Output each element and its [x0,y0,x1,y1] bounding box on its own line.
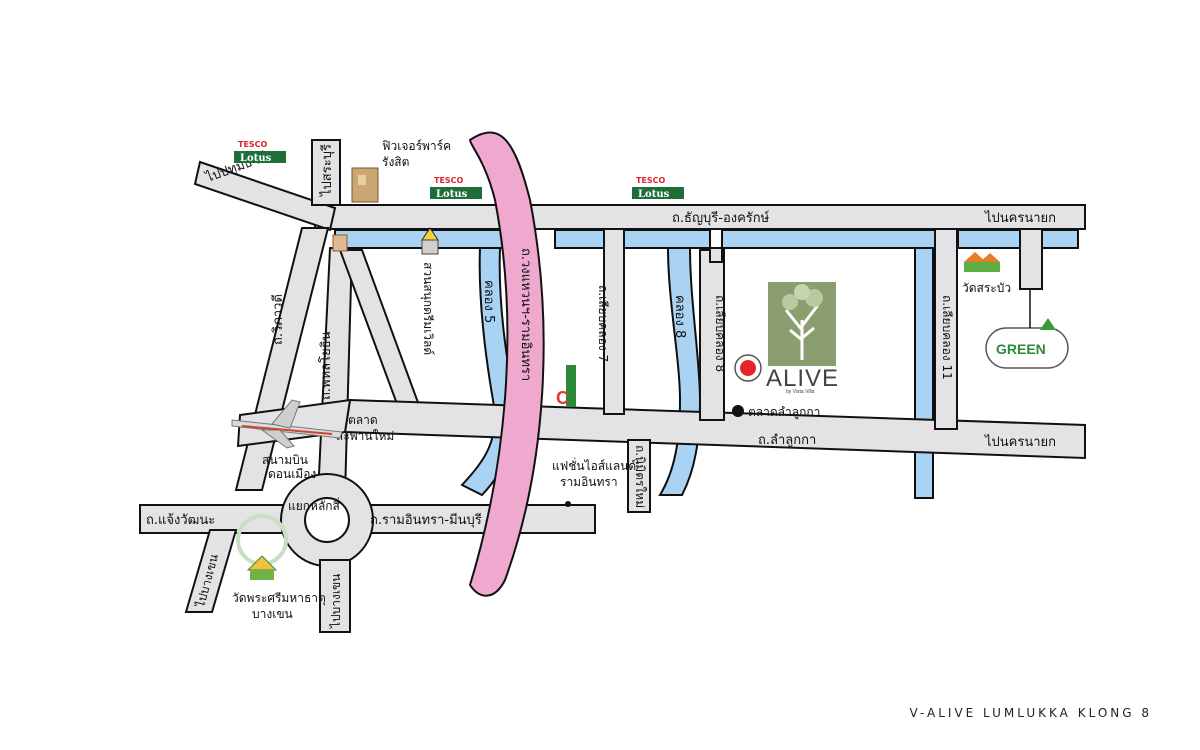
label-talat-saphan-mai-1: ตลาด [348,413,378,427]
alive-brand-text: ALIVE [766,365,839,392]
big-c-sign [566,365,576,407]
label-lam-luk-ka: ถ.ลำลูกกา [758,433,816,448]
road-vibhavadi [234,227,330,491]
label-ram-inthra-minburi: ถ.รามอินทรา-มีนบุรี [370,512,482,528]
lotus-badge [632,187,684,199]
road-south-bang-khen [319,559,351,633]
tesco-lotus-logo-3: TESCO Lotus [632,176,684,200]
page-caption: V-ALIVE LUMLUKKA KLONG 8 [909,706,1152,720]
alive-sub-text: by Vista Villa [786,389,815,395]
green-project-logo: GREEN [985,289,1069,369]
road-nimit-mai [627,439,651,513]
temple-base [964,262,1000,272]
road-wat-sa-bua [1019,228,1043,290]
road-southwest-bang-khen [184,529,238,613]
label-fashion-island-2: รามอินทรา [560,475,618,489]
lotus-badge [234,151,286,163]
canal-khlong-11 [914,247,934,499]
dream-world-base [421,239,439,255]
canal-khlong-8 [658,247,702,496]
road-liap-khlong-11 [934,228,958,430]
label-liap-khlong-7: ถ.เลียบคลอง 7 [596,285,610,362]
road-to-saraburi [311,139,341,206]
tesco-text: TESCO [434,176,464,185]
road-kanchanaphisek-ring [468,131,545,597]
label-don-mueang-1: สนามบิน [262,453,308,467]
tesco-text: TESCO [636,176,666,185]
label-nimit-mai: ถ.นิมิตรใหม่ [633,445,647,508]
label-khlong-5: คลอง 5 [481,280,496,323]
canal-top-segment-4 [957,229,1079,249]
label-fashion-island-1: แฟชั่นไอส์แลนด์ [552,457,636,473]
tree-icon [1040,318,1056,330]
lotus-text: Lotus [436,189,468,200]
airplane-icon [231,399,343,449]
label-chaeng-watthana: ถ.แจ้งวัฒนะ [146,513,215,528]
lak-si-roundabout-center [304,497,350,543]
label-to-bang-khen-right: ไปบางเขน [329,574,343,629]
canal-top-segment-2 [554,229,711,249]
label-don-mueang-2: ดอนเมือง [268,467,316,481]
label-lak-si: แยกหลักสี่ [288,497,341,513]
label-kanchanaphisek: ถ.วงแหวนฯ-รามอินทรา [518,248,533,381]
label-to-saraburi: ไปสระบุรี [319,144,335,197]
lotus-text: Lotus [638,189,670,200]
tesco-text: TESCO [238,140,268,149]
label-wat-phra-si-1: วัดพระศรีมหาธาตุ [232,591,326,606]
label-phahonyothin: ถ.พหลโยธิน [318,331,334,400]
lotus-badge [430,187,482,199]
label-to-nakhon-nayok-bottom: ไปนครนายก [984,434,1056,450]
tree-branches [784,304,820,360]
landmark-wat-sa-bua: วัดสระบัว [962,252,1011,295]
temple-base [250,570,274,580]
alive-project-logo: ALIVE by Vista Villa [734,282,839,395]
label-to-nakhon-nayok-top: ไปนครนายก [984,210,1056,226]
landmark-wat-phra-si: วัดพระศรีมหาธาตุ บางเขน [232,514,326,621]
label-khlong-8: คลอง 8 [672,295,687,338]
tree-leaf [782,294,798,310]
canal-top-segment-3 [721,229,951,249]
label-dream-world: สวนสนุกดรีมเวิลด์ [420,262,435,355]
road-liap-khlong-7 [603,228,625,415]
temple-icon [980,253,1000,262]
label-thanyaburi-ongkharak: ถ.ธัญบุรี-องครักษ์ [672,210,770,226]
fashion-island-marker [565,501,571,507]
label-talat-lam-luk-ka: ตลาดลำลูกกา [748,405,820,420]
future-park-window [358,175,366,185]
label-future-park-line2: รังสิต [382,155,409,169]
road-to-pathum-thani [193,160,337,232]
green-brand-text: GREEN [996,341,1046,357]
roads [139,139,1086,633]
tree-leaf [794,284,810,300]
alive-dot-icon [740,360,756,376]
label-liap-khlong-11: ถ.เลียบคลอง 11 [940,295,954,380]
road-diagonal-lamlukka [338,249,422,414]
temple-icon [964,252,986,262]
label-wat-phra-si-2: บางเขน [252,607,293,621]
building-icon [332,234,348,252]
location-dot-icon [732,405,744,417]
label-vibhavadi: ถ.วิภาวดี [270,294,286,345]
big-c-c-icon: C [556,388,569,408]
road-khlong-8-link [699,247,723,263]
tesco-lotus-logo-1: TESCO Lotus [234,140,286,164]
tesco-lotus-logo-2: TESCO Lotus [430,176,482,200]
landmark-dream-world: สวนสนุกดรีมเวิลด์ [420,227,439,355]
label-future-park-line1: ฟิวเจอร์พาร์ค [382,139,451,153]
big-c-logo: C [556,365,576,408]
label-talat-saphan-mai-2: สะพานใหม่ [336,429,394,443]
green-logo-frame [985,327,1069,369]
label-liap-khlong-8: ถ.เลียบคลอง 8 [713,295,727,372]
landmark-future-park: ฟิวเจอร์พาร์ค รังสิต [351,139,451,203]
label-wat-sa-bua: วัดสระบัว [962,281,1011,295]
lotus-text: Lotus [240,153,272,164]
